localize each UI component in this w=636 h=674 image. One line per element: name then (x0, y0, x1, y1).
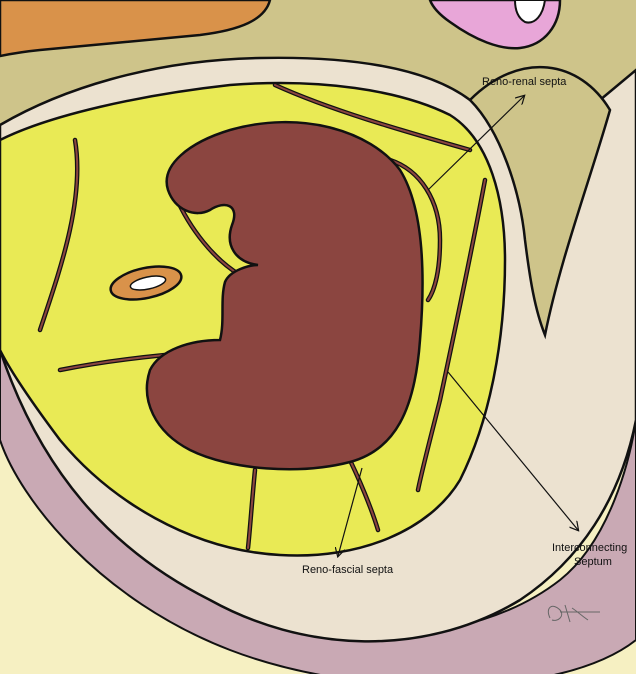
interconnecting-septum-label-line2: Septum (574, 556, 612, 569)
interconnecting-septum-label-line1: Interconnecting (552, 542, 627, 555)
reno-fascial-septa-label: Reno-fascial septa (302, 564, 393, 577)
reno-renal-septa-label: Reno-renal septa (482, 76, 566, 89)
